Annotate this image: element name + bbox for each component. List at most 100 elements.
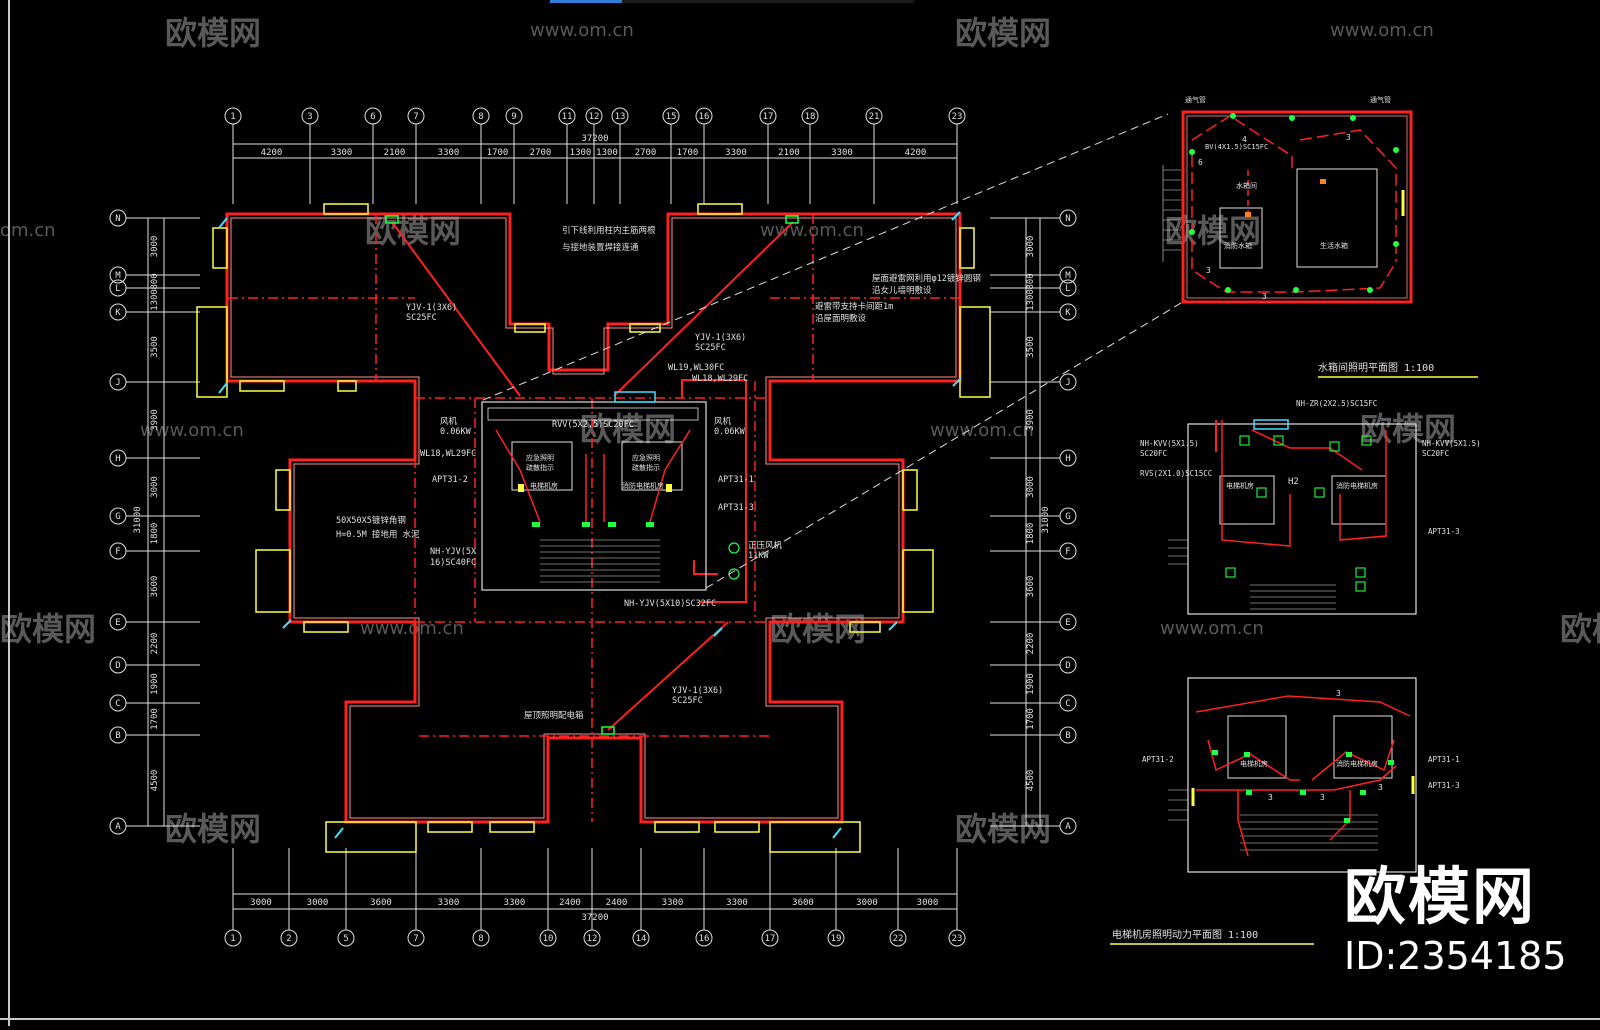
- svg-text:YJV-1(3X6): YJV-1(3X6): [406, 303, 457, 313]
- svg-text:屋顶照明配电箱: 屋顶照明配电箱: [524, 710, 584, 721]
- axis-letter: D: [1065, 661, 1070, 671]
- svg-text:电梯机房: 电梯机房: [530, 481, 558, 490]
- axis-bubble: [889, 929, 907, 947]
- svg-text:www.om.cn: www.om.cn: [1330, 20, 1434, 41]
- svg-text:NH-YJV(5X10)SC32FC: NH-YJV(5X10)SC32FC: [624, 599, 716, 609]
- dimension-value: 2400: [559, 898, 581, 908]
- dimension-value: 3300: [662, 898, 684, 908]
- axis-bubble: [109, 209, 127, 227]
- dimension-value: 3000: [150, 476, 160, 498]
- svg-text:11KW: 11KW: [748, 551, 769, 561]
- axis-number: 17: [765, 934, 776, 944]
- lamp-icons: [1212, 750, 1394, 823]
- dimension-value: 3000: [250, 898, 272, 908]
- drawing-frame-bottom: [0, 1018, 1600, 1020]
- axis-number: 16: [699, 112, 710, 122]
- axis-bubble: [801, 107, 819, 125]
- svg-text:NH-YJV(5X: NH-YJV(5X: [430, 547, 477, 557]
- wiring-lines: [391, 221, 794, 731]
- axis-bubble: [224, 929, 242, 947]
- axis-bubble: [1059, 303, 1077, 321]
- svg-text:消防电梯机房: 消防电梯机房: [1336, 759, 1378, 768]
- axis-bubble: [109, 613, 127, 631]
- svg-text:APT31-3: APT31-3: [1428, 781, 1460, 790]
- axis-letter: H: [115, 454, 120, 464]
- dimension-value: 3000: [1026, 476, 1036, 498]
- axis-letter: C: [1065, 699, 1070, 709]
- svg-text:电梯机房: 电梯机房: [1240, 759, 1268, 768]
- brand-name: 欧模网: [1344, 860, 1537, 933]
- axis-bubble: [632, 929, 650, 947]
- axis-bubble: [1059, 279, 1077, 297]
- axis-bubble: [472, 929, 490, 947]
- axis-letter: N: [115, 214, 120, 224]
- axis-number: 8: [478, 934, 483, 944]
- detail-elevator-room-power: APT31-2 APT31-1 APT31-3 电梯机房 消防电梯机房 3 3 …: [1110, 677, 1460, 945]
- axis-letter: F: [1065, 547, 1070, 557]
- axis-bubble: [505, 107, 523, 125]
- lamp-icons: [532, 522, 654, 527]
- lamp-icons: [1189, 113, 1399, 293]
- svg-text:RVV(5X2.5)SC20FC: RVV(5X2.5)SC20FC: [552, 420, 634, 430]
- svg-text:4: 4: [1242, 135, 1247, 144]
- dimension-value: 1300: [596, 148, 618, 158]
- axis-letter: J: [1065, 378, 1070, 388]
- dimension-value: 800: [150, 273, 160, 289]
- dimension-value: 1300: [1026, 289, 1036, 311]
- svg-text:www.om.cn: www.om.cn: [930, 420, 1034, 441]
- axis-letter: A: [115, 822, 121, 832]
- axis-grid: [109, 107, 1077, 947]
- svg-text:NH-KVV(5X1.5): NH-KVV(5X1.5): [1140, 439, 1199, 448]
- dimension-value: 3000: [1026, 236, 1036, 258]
- drawing-frame-left: [8, 0, 10, 1026]
- tab-strip: [550, 0, 914, 3]
- detail-water-labels: 通气管 通气管 BV(4X1.5)SC15FC 水箱间 消防水箱 生活水箱 4 …: [1185, 95, 1391, 301]
- active-tab-indicator[interactable]: [550, 0, 622, 3]
- svg-text:APT31-1: APT31-1: [1428, 755, 1460, 764]
- svg-text:www.om.cn: www.om.cn: [530, 20, 634, 41]
- axis-bubble: [1059, 507, 1077, 525]
- axis-number: 13: [615, 112, 626, 122]
- svg-text:0.06KW: 0.06KW: [440, 427, 472, 437]
- svg-text:欧模网: 欧模网: [955, 14, 1051, 52]
- axis-number: 3: [307, 112, 312, 122]
- watermark-logo: 欧模网 欧模网 欧模网 欧模网 欧模网 欧模网 欧模网 欧模网 欧模网 欧模网 …: [0, 14, 1600, 848]
- axis-number: 14: [636, 934, 647, 944]
- dimension-value: 1900: [150, 673, 160, 695]
- svg-text:www.om.cn: www.om.cn: [760, 220, 864, 241]
- dimension-value: 3900: [150, 409, 160, 431]
- svg-text:应急照明: 应急照明: [632, 453, 660, 462]
- axis-bubble: [364, 107, 382, 125]
- dimension-value: 1700: [487, 148, 509, 158]
- svg-text:欧模网: 欧模网: [165, 14, 261, 52]
- model-id: ID:2354185: [1344, 934, 1567, 978]
- axis-number: 10: [543, 934, 554, 944]
- axis-letter: K: [1065, 308, 1071, 318]
- dimension-value: 1700: [677, 148, 699, 158]
- svg-text:消防电梯机房: 消防电梯机房: [622, 481, 664, 490]
- dimension-value: 3600: [1026, 576, 1036, 598]
- axis-bubble: [865, 107, 883, 125]
- watermark-layer: 欧模网 欧模网 欧模网 欧模网 欧模网 欧模网 欧模网 欧模网 欧模网 欧模网 …: [0, 14, 1600, 848]
- junction-box-icon: [385, 215, 399, 224]
- dimension-total: 37200: [581, 913, 608, 923]
- axis-bubble: [611, 107, 629, 125]
- svg-text:50X50X5镀锌角钢: 50X50X5镀锌角钢: [336, 515, 406, 526]
- axis-number: 1: [230, 112, 235, 122]
- axis-number: 23: [952, 934, 963, 944]
- axis-letter: H: [1065, 454, 1070, 464]
- svg-text:疏散指示: 疏散指示: [526, 463, 554, 472]
- svg-text:SC25FC: SC25FC: [695, 343, 726, 353]
- svg-text:3: 3: [1378, 783, 1383, 792]
- dimension-value: 3600: [370, 898, 392, 908]
- svg-text:WL19,WL30FC: WL19,WL30FC: [668, 363, 724, 373]
- junction-box-icon: [785, 215, 799, 224]
- svg-text:om.cn: om.cn: [0, 220, 56, 241]
- svg-text:疏散指示: 疏散指示: [632, 463, 660, 472]
- dimension-value: 2100: [778, 148, 800, 158]
- dimension-value: 1800: [1026, 523, 1036, 545]
- svg-text:BV(4X1.5)SC15FC: BV(4X1.5)SC15FC: [1205, 143, 1268, 151]
